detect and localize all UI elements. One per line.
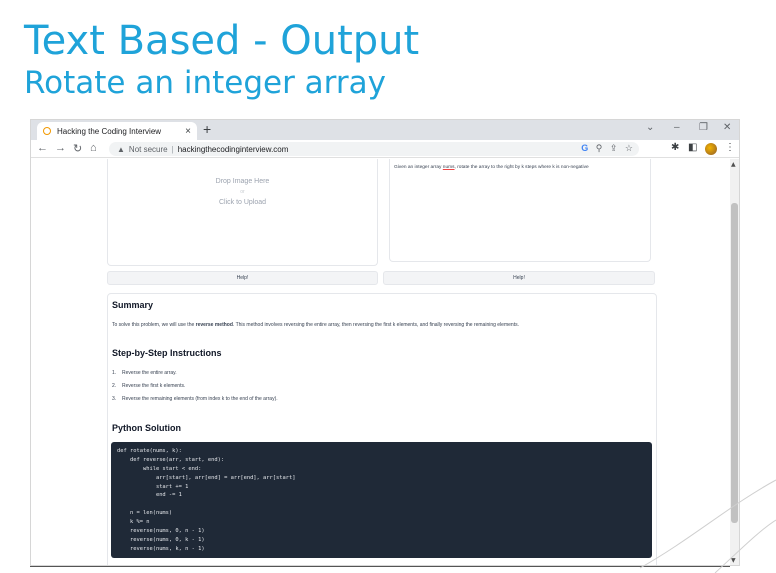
site-favicon-icon: [43, 127, 51, 135]
not-secure-label: Not secure: [128, 144, 168, 154]
address-bar: ← → ↻ ⌂ ▲ Not secure | hackingthecodingi…: [31, 140, 739, 158]
forward-icon[interactable]: →: [55, 142, 66, 154]
solution-heading: Python Solution: [112, 423, 181, 433]
restore-icon[interactable]: ❐: [699, 122, 708, 133]
home-icon[interactable]: ⌂: [90, 142, 97, 154]
prompt-text-after: , rotate the array to the right by k ste…: [454, 165, 589, 170]
browser-window: Hacking the Coding Interview × + ⌄ – ❐ ✕…: [30, 119, 740, 566]
summary-bold: reverse method: [195, 322, 233, 328]
code-line: n = len(nums): [117, 510, 173, 517]
steps-heading: Step-by-Step Instructions: [112, 348, 222, 358]
summary-text-after: . This method involves reversing the ent…: [232, 322, 519, 328]
code-line: k %= n: [117, 519, 150, 526]
summary-heading: Summary: [112, 300, 154, 310]
google-icon[interactable]: G: [581, 143, 589, 153]
summary-text: To solve this problem, we will use the r…: [112, 322, 519, 328]
minimize-icon[interactable]: –: [674, 122, 680, 133]
reload-icon[interactable]: ↻: [73, 143, 83, 155]
bookmark-star-icon[interactable]: ☆: [624, 143, 633, 153]
code-line: end -= 1: [117, 492, 182, 499]
slide-footer-line: [30, 566, 730, 567]
code-line: start += 1: [117, 483, 189, 490]
drop-image-text: Drop Image Here: [215, 178, 270, 185]
prompt-underlined: nums: [442, 165, 455, 170]
code-line: reverse(nums, k, n - 1): [117, 545, 205, 552]
url-field[interactable]: ▲ Not secure | hackingthecodinginterview…: [109, 142, 639, 156]
list-number: 2.: [112, 383, 117, 389]
list-item: 3. Reverse the remaining elements (from i…: [112, 396, 278, 402]
code-line: arr[start], arr[end] = arr[end], arr[sta…: [117, 474, 296, 481]
list-item: 2. Reverse the first k elements.: [112, 383, 185, 389]
scroll-down-icon[interactable]: ▼: [731, 557, 736, 564]
tab-bar: Hacking the Coding Interview × + ⌄ – ❐ ✕: [31, 120, 739, 140]
list-text: Reverse the entire array.: [122, 370, 177, 376]
extensions-icon[interactable]: ✱: [671, 142, 680, 153]
list-text: Reverse the remaining elements (from ind…: [122, 396, 278, 402]
browser-tab[interactable]: Hacking the Coding Interview ×: [37, 122, 197, 140]
tab-search-icon[interactable]: ⌄: [646, 122, 655, 133]
image-upload-dropzone[interactable]: Drop Image Here or Click to Upload: [107, 159, 378, 266]
code-block[interactable]: def rotate(nums, k): def reverse(arr, st…: [111, 442, 652, 558]
menu-kebab-icon[interactable]: ⋮: [725, 142, 735, 153]
warning-icon: ▲: [117, 144, 125, 154]
scrollbar-thumb[interactable]: [731, 203, 738, 523]
share-icon[interactable]: ⇪: [609, 143, 618, 153]
side-panel-icon[interactable]: ◧: [688, 142, 698, 153]
list-item: 1. Reverse the entire array.: [112, 370, 177, 376]
scroll-up-icon[interactable]: ▲: [731, 161, 736, 168]
prompt-textarea[interactable]: Given an integer array nums, rotate the …: [389, 159, 651, 262]
zoom-icon[interactable]: ⚲: [595, 143, 603, 153]
code-line: def reverse(arr, start, end):: [117, 456, 225, 463]
code-line: reverse(nums, 0, k - 1): [117, 536, 205, 543]
close-window-icon[interactable]: ✕: [723, 122, 732, 133]
code-line: def rotate(nums, k):: [117, 448, 182, 454]
list-text: Reverse the first k elements.: [122, 383, 186, 389]
code-line: reverse(nums, 0, n - 1): [117, 528, 205, 535]
page-scrollbar[interactable]: ▲ ▼: [730, 159, 739, 565]
list-number: 1.: [112, 370, 117, 376]
tab-close-icon[interactable]: ×: [185, 125, 191, 137]
help-button-right[interactable]: Help!: [383, 271, 655, 285]
tab-title: Hacking the Coding Interview: [57, 126, 162, 136]
slide-subtitle: Rotate an integer array: [24, 65, 386, 101]
summary-text-before: To solve this problem, we will use the: [112, 322, 196, 328]
or-text: or: [240, 189, 245, 195]
help-button-left[interactable]: Help!: [107, 271, 378, 285]
code-line: while start < end:: [117, 465, 202, 472]
back-icon[interactable]: ←: [37, 142, 48, 154]
slide-title: Text Based - Output: [24, 18, 420, 64]
omnibox-icons: G ⚲ ⇪ ☆: [581, 143, 633, 154]
profile-avatar[interactable]: [705, 143, 717, 155]
new-tab-button[interactable]: +: [203, 121, 212, 137]
page-content: Drop Image Here or Click to Upload Given…: [31, 159, 731, 565]
url-text: hackingthecodinginterview.com: [177, 144, 289, 154]
result-panel: Summary To solve this problem, we will u…: [107, 293, 657, 565]
list-number: 3.: [112, 396, 117, 402]
prompt-text-before: Given an integer array: [394, 165, 443, 170]
click-to-upload-text: Click to Upload: [218, 199, 267, 206]
url-separator: |: [171, 144, 174, 154]
